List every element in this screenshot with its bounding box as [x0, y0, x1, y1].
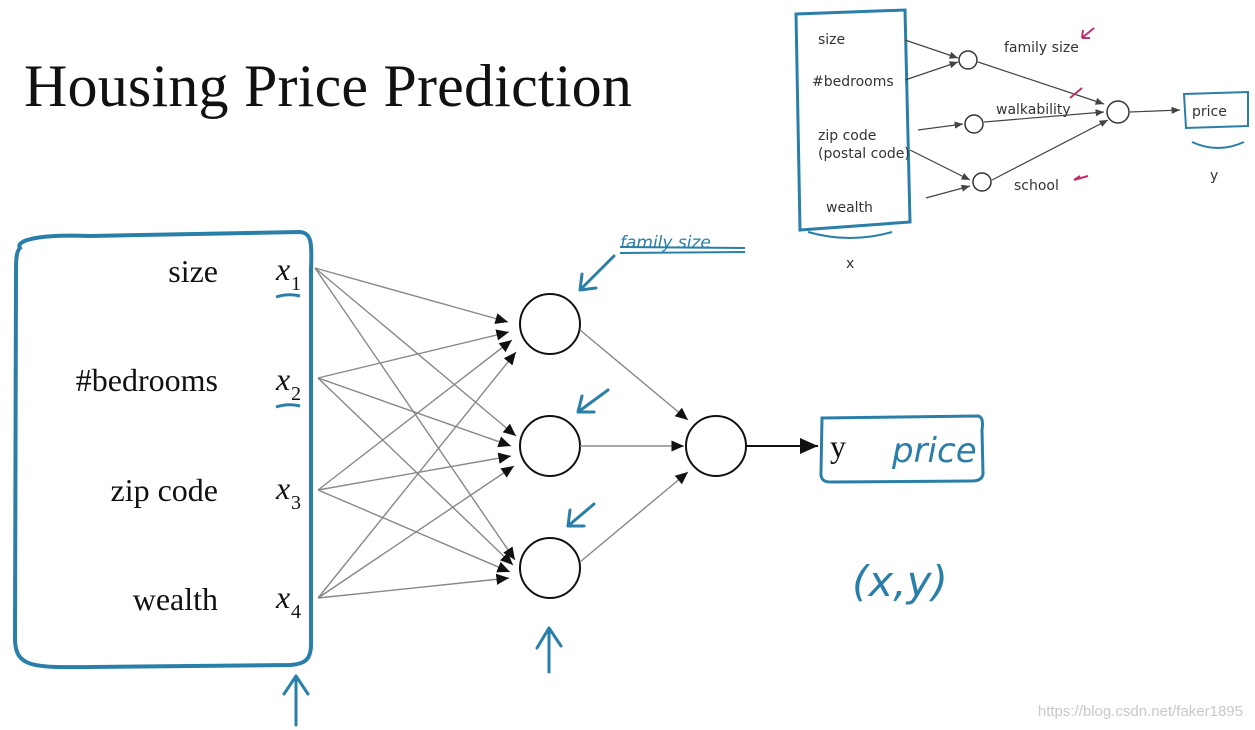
- feature-label-zip-code: zip code: [111, 472, 219, 508]
- inset-diagram: size #bedrooms zip code (postal code) we…: [794, 8, 1249, 272]
- annotation-strike-1: [619, 246, 746, 249]
- inset-feature-zip: zip code: [818, 128, 876, 144]
- inset-x-brace: [807, 231, 893, 239]
- input-var-x4: x: [275, 579, 290, 615]
- inset-output-label: price: [1192, 104, 1227, 120]
- hidden-node-1: [519, 293, 581, 355]
- hidden-pointer-arrows: [282, 254, 616, 727]
- output-symbol-y: y: [830, 428, 846, 464]
- input-sub-1: 1: [291, 273, 301, 295]
- feature-label-bedrooms: #bedrooms: [76, 362, 218, 398]
- x1-underline: [275, 293, 301, 299]
- input-sub-4: 4: [291, 601, 301, 623]
- feature-label-size: size: [168, 253, 218, 289]
- inset-hidden-label-school: school: [1014, 178, 1059, 194]
- input-var-x2: x: [275, 361, 290, 397]
- inset-feature-wealth: wealth: [826, 200, 873, 216]
- inset-hidden-label-walk: walkability: [996, 102, 1071, 118]
- input-to-hidden-edges: [314, 267, 517, 599]
- inset-x-label: x: [846, 256, 854, 272]
- output-box: [819, 414, 985, 484]
- training-pair-label: (x,y): [852, 557, 948, 606]
- annotation-strike-2: [619, 251, 746, 254]
- inset-feature-postal: (postal code): [818, 146, 910, 162]
- inset-output-box: [1182, 90, 1249, 130]
- inset-hidden-label-family: family size: [1004, 40, 1079, 56]
- inset-feature-size: size: [818, 32, 845, 48]
- inset-y-label: y: [1210, 168, 1218, 184]
- input-var-x1: x: [275, 251, 290, 287]
- feature-label-wealth: wealth: [133, 581, 218, 617]
- inset-input-box: [794, 8, 912, 232]
- inset-feature-bedrooms: #bedrooms: [812, 74, 894, 90]
- output-node: [685, 415, 747, 477]
- watermark: https://blog.csdn.net/faker1895: [1037, 703, 1243, 720]
- diagram-title: Housing Price Prediction: [24, 53, 633, 119]
- output-handwritten-price: price: [891, 431, 977, 471]
- hidden-to-output-edges: [579, 329, 689, 563]
- hidden-node-2: [519, 415, 581, 477]
- x2-underline: [275, 403, 301, 409]
- input-sub-2: 2: [291, 383, 301, 405]
- input-box: [12, 229, 314, 670]
- input-sub-3: 3: [291, 492, 301, 514]
- hidden-node-3: [519, 537, 581, 599]
- input-var-x3: x: [275, 470, 290, 506]
- inset-y-brace: [1191, 141, 1245, 149]
- hidden-annotation-family-size: family size: [620, 233, 711, 253]
